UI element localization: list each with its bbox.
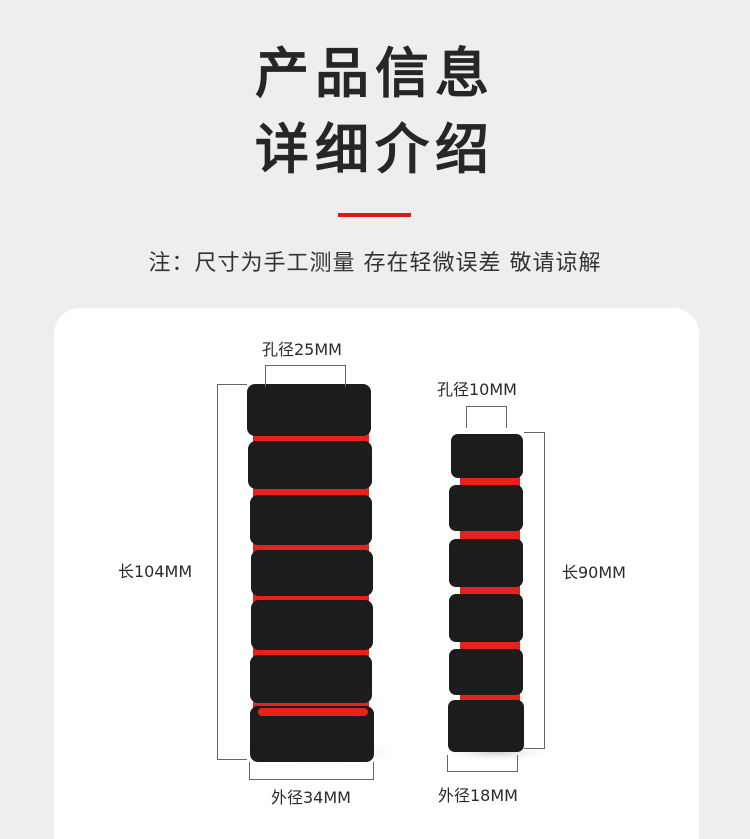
large-hole-dimension-line xyxy=(265,365,345,366)
measurement-note: 注：尺寸为手工测量 存在轻微误差 敬请谅解 xyxy=(148,251,602,276)
large-outer-diameter-label: 外径34MM xyxy=(271,788,351,807)
small-outer-diameter-label: 外径18MM xyxy=(438,786,518,805)
small-hole-dimension-line xyxy=(466,406,506,407)
large-length-tick-top xyxy=(217,384,247,385)
small-length-dimension-line xyxy=(544,432,545,749)
large-foam-grip xyxy=(247,384,374,762)
small-length-label: 长90MM xyxy=(562,563,626,582)
small-hole-tick-right xyxy=(506,406,507,428)
small-foam-grip xyxy=(448,434,524,752)
small-outer-tick-right xyxy=(517,755,518,772)
small-outer-dimension-line xyxy=(447,771,518,772)
small-outer-tick-left xyxy=(447,755,448,772)
large-length-dimension-line xyxy=(217,384,218,760)
small-hole-tick-left xyxy=(466,406,467,428)
title-line-1: 产品信息 xyxy=(255,42,495,105)
large-length-label: 长104MM xyxy=(118,562,193,581)
title-line-2: 详细介绍 xyxy=(255,118,495,181)
large-outer-dimension-line xyxy=(249,779,374,780)
large-hole-tick-right xyxy=(345,365,346,387)
large-hole-tick-left xyxy=(265,365,266,387)
small-length-tick-top xyxy=(524,432,545,433)
large-length-tick-bottom xyxy=(217,759,247,760)
large-hole-diameter-label: 孔径25MM xyxy=(262,340,342,359)
accent-divider xyxy=(338,213,411,217)
large-outer-tick-right xyxy=(373,762,374,780)
small-hole-diameter-label: 孔径10MM xyxy=(437,380,517,399)
large-outer-tick-left xyxy=(249,762,250,780)
small-length-tick-bottom xyxy=(524,748,545,749)
